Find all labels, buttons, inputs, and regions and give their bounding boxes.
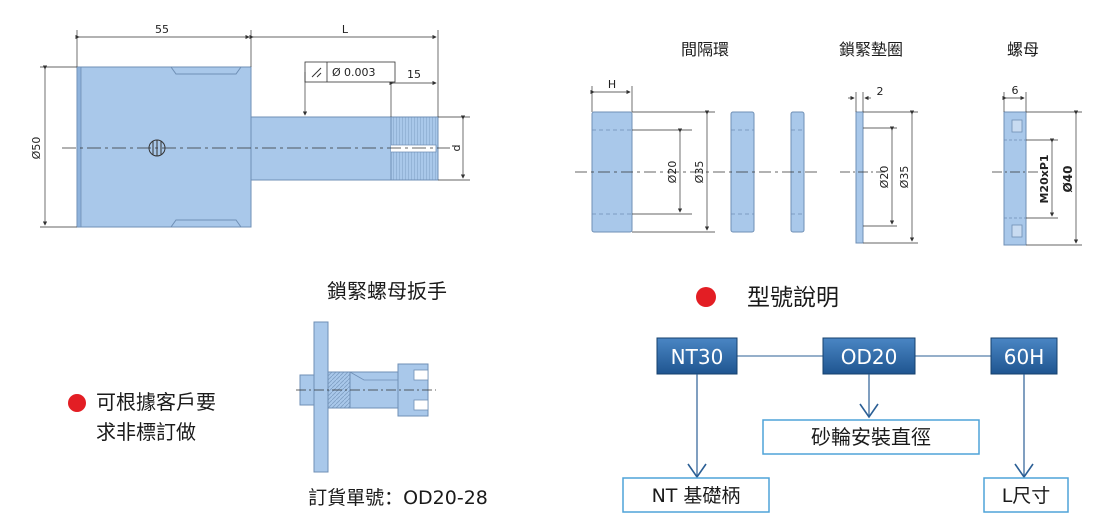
tolerance-prefix: Ø: [332, 66, 341, 79]
nut-body: [1003, 111, 1027, 246]
custom-note-line1: 可根據客戶要: [96, 390, 216, 414]
arrow-nt30: [687, 374, 707, 479]
dim-2: 2: [877, 85, 884, 98]
desc-box-diameter: 砂輪安裝直徑: [762, 419, 980, 455]
code-nt30-text: NT30: [671, 345, 724, 369]
dim-thread: M20xP1: [1038, 154, 1051, 203]
desc-base-text: NT 基礎柄: [652, 485, 741, 507]
code-box-od20: OD20: [822, 337, 916, 375]
label-spacer-rings: 間隔環: [681, 40, 729, 59]
tolerance-value: 0.003: [344, 66, 376, 79]
model-title: 型號說明: [747, 285, 839, 311]
desc-box-length: L尺寸: [983, 477, 1069, 513]
desc-box-base: NT 基礎柄: [622, 477, 770, 513]
label-wrench: 鎖緊螺母扳手: [327, 279, 447, 303]
code-od20-text: OD20: [841, 345, 898, 369]
code-60h-text: 60H: [1004, 345, 1045, 369]
arbor-drawing: 55 L 15 Ø 0.003 d Ø50: [30, 23, 470, 228]
dim-15: 15: [407, 68, 421, 81]
label-nut: 螺母: [1007, 40, 1039, 59]
tolerance-frame: Ø 0.003: [302, 61, 396, 116]
custom-note-bullet: [68, 394, 86, 412]
dim-H: H: [608, 78, 616, 91]
dim-L: L: [342, 23, 349, 36]
dim-dia20-washer: Ø20: [878, 166, 891, 189]
lock-washer-drawing: 鎖緊墊圈 2 Ø20 Ø35: [839, 40, 918, 244]
label-lock-washer: 鎖緊墊圈: [839, 40, 903, 59]
spacer-rings-drawing: 間隔環 H Ø20 Ø35: [575, 40, 820, 233]
arrow-od20: [859, 374, 879, 419]
arbor-shaft: [250, 116, 392, 181]
dim-d: d: [450, 145, 463, 152]
code-box-60h: 60H: [990, 337, 1058, 375]
dim-dia40: Ø40: [1061, 166, 1075, 193]
dim-6: 6: [1012, 84, 1019, 97]
wrench-plate: [313, 321, 329, 473]
dim-dia35-washer: Ø35: [898, 166, 911, 189]
order-number: 訂貨單號：OD20-28: [308, 487, 488, 509]
desc-length-text: L尺寸: [1002, 485, 1051, 507]
lock-washer-body: [855, 111, 864, 244]
dim-dia35-rings: Ø35: [693, 161, 706, 184]
wrench-drawing: 鎖緊螺母扳手: [296, 279, 447, 473]
arrow-60h: [1014, 374, 1034, 479]
nut-drawing: 螺母 6 M20xP1 Ø40: [992, 40, 1082, 246]
dim-dia20-rings: Ø20: [666, 161, 679, 184]
dim-dia50: Ø50: [30, 137, 43, 160]
code-box-nt30: NT30: [656, 337, 738, 375]
dim-55: 55: [155, 23, 169, 36]
model-title-bullet: [696, 287, 716, 307]
custom-note-line2: 求非標訂做: [96, 420, 196, 444]
desc-diameter-text: 砂輪安裝直徑: [811, 425, 931, 449]
